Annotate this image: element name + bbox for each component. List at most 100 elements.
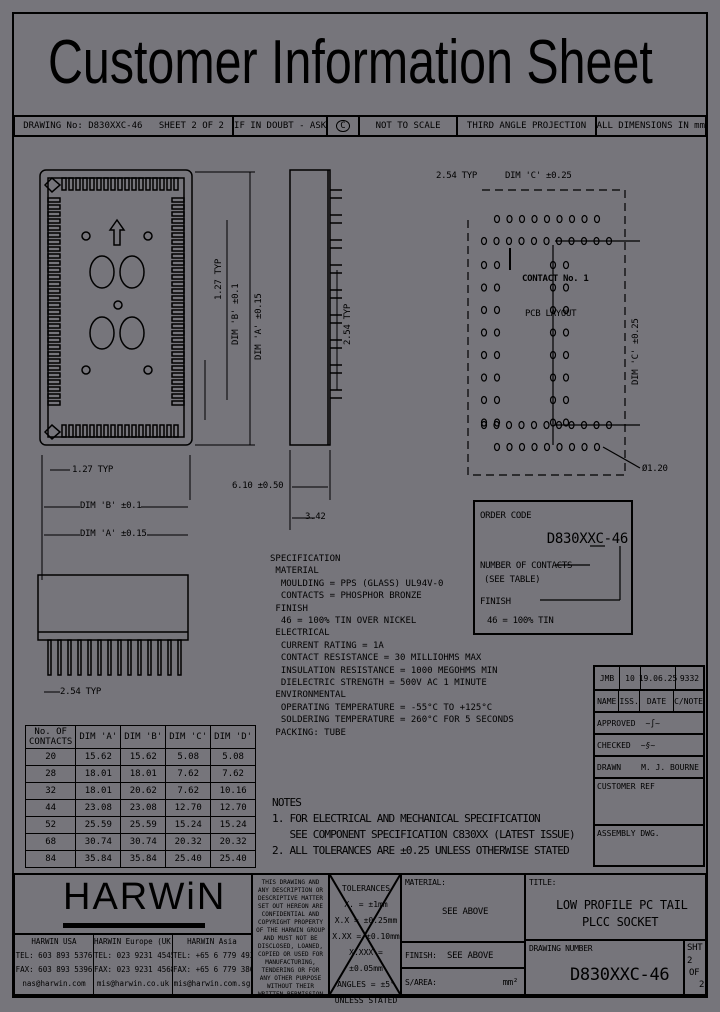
- surface-area-box: S/AREA: mm²: [400, 967, 526, 996]
- pcb-hole: [568, 442, 576, 452]
- pcb-hole: [480, 283, 488, 292]
- table-cell: 52: [24, 816, 77, 834]
- notes-block: NOTES 1. FOR ELECTRICAL AND MECHANICAL SP…: [272, 795, 576, 859]
- pcb-hole: [480, 260, 488, 270]
- pcb-hole: [562, 328, 570, 337]
- pcb-hole: [581, 214, 588, 224]
- pcb-hole: [556, 442, 563, 452]
- socket-side-view: [289, 169, 342, 530]
- sheet-num: 2: [687, 956, 693, 966]
- pcb-hole: [480, 418, 488, 427]
- copyright-symbol: C: [336, 120, 350, 132]
- units-note: ALL DIMENSIONS IN mm: [596, 121, 705, 131]
- rev-cnote: 9332: [679, 673, 700, 683]
- arrow-icon: [108, 218, 126, 246]
- harwin-logo: HARWiN: [63, 876, 227, 918]
- col-dim-b: DIM 'B': [120, 725, 167, 749]
- drawn-value: M. J. BOURNE: [641, 762, 699, 772]
- pcb-hole: [530, 236, 538, 246]
- socket-front-view: [37, 574, 189, 676]
- customer-ref-label: CUSTOMER REF: [597, 782, 655, 791]
- spec-line: ENVIRONMENTAL: [270, 690, 346, 701]
- assembly-dwg-label: ASSEMBLY DWG.: [597, 829, 660, 838]
- ejection-hole: [119, 255, 145, 289]
- pcb-hole: [480, 395, 488, 405]
- checked-label: CHECKED: [597, 740, 631, 750]
- pcb-hole: [493, 214, 501, 224]
- order-code-label: ORDER CODE: [480, 511, 532, 521]
- table-cell: 25.40: [165, 850, 212, 868]
- pcb-hole: [493, 373, 501, 382]
- finish-box: FINISH: SEE ABOVE: [400, 941, 526, 969]
- spec-line: MATERIAL: [270, 566, 319, 577]
- table-cell: 7.62: [165, 782, 212, 800]
- scale-note: NOT TO SCALE: [360, 117, 459, 135]
- pcb-hole: [581, 442, 588, 452]
- order-code-box: ORDER CODE D830XXC-46 NUMBER OF CONTACTS…: [473, 500, 633, 635]
- order-code-value: D830XXC-46: [546, 531, 629, 547]
- dim-a-horizontal: DIM 'A' ±0.15: [80, 529, 147, 539]
- hdr-date: DATE: [640, 691, 675, 711]
- doubt-note: IF IN DOUBT - ASK: [234, 117, 329, 135]
- table-cell: 23.08: [120, 799, 167, 817]
- spec-line: OPERATING TEMPERATURE = -55°C TO +125°C: [270, 702, 493, 713]
- table-cell: 25.59: [120, 816, 167, 834]
- spec-line: DIELECTRIC STRENGTH = 500V AC 1 MINUTE: [270, 678, 487, 689]
- logo-box: HARWiN: [13, 873, 253, 935]
- socket-top-view: [39, 169, 193, 446]
- office-tel: TEL: +65 6 779 4938: [173, 951, 251, 960]
- pcb-hole: [562, 418, 570, 427]
- table-cell: 20.32: [165, 833, 212, 851]
- table-cell: 68: [24, 833, 77, 851]
- confidentiality-notice: THIS DRAWING AND ANY DESCRIPTION OR DESC…: [251, 873, 330, 998]
- office-fax: FAX: 023 9231 4568: [94, 965, 173, 974]
- pcb-pitch-label: 2.54 TYP: [436, 171, 477, 181]
- drawing-no: DRAWING No: D830XXC-46: [23, 121, 143, 131]
- order-code-leaders: [540, 545, 621, 601]
- table-cell: 23.08: [75, 799, 122, 817]
- tolerance-line: X.XX = ±0.10mm: [332, 932, 400, 941]
- pcb-hole: [562, 350, 570, 360]
- see-table-label: (SEE TABLE): [484, 575, 541, 585]
- rev-name: JMB: [595, 667, 620, 689]
- table-cell: 7.62: [210, 765, 257, 783]
- table-cell: 12.70: [210, 799, 257, 817]
- pcb-hole: [562, 283, 570, 292]
- pcb-hole: [493, 283, 501, 292]
- pcb-hole: [493, 418, 501, 427]
- drawn-label: DRAWN: [597, 762, 622, 772]
- table-cell: 20: [24, 748, 77, 766]
- tolerances-cross: [330, 875, 400, 994]
- note-line: 1. FOR ELECTRICAL AND MECHANICAL SPECIFI…: [272, 812, 541, 825]
- ejection-hole: [119, 316, 145, 350]
- pcb-hole: [493, 260, 501, 270]
- spec-line: 46 = 100% TIN OVER NICKEL: [270, 616, 417, 627]
- note-line: NOTES: [272, 796, 302, 809]
- pcb-hole: [493, 305, 501, 315]
- table-cell: 10.16: [210, 782, 257, 800]
- table-cell: 28: [24, 765, 77, 783]
- office-tel: TEL: 603 893 5376: [15, 951, 93, 960]
- office-email: nas@harwin.com: [22, 979, 86, 988]
- pcb-hole: [562, 395, 570, 405]
- pcb-hole: [530, 420, 538, 430]
- pcb-hole: [562, 373, 570, 382]
- approved-signature: ~∫~: [645, 718, 660, 728]
- pcb-hole: [543, 214, 551, 224]
- pcb-hole: [480, 305, 488, 315]
- title-line-1: LOW PROFILE PC TAIL: [556, 898, 688, 912]
- table-cell: 18.01: [75, 782, 122, 800]
- table-cell: 32: [24, 782, 77, 800]
- pcb-hole: [493, 442, 501, 452]
- pcb-hole: [556, 214, 563, 224]
- spec-line: PACKING: TUBE: [270, 727, 346, 738]
- dim-a-vertical: DIM 'A' ±0.15: [254, 293, 264, 360]
- table-cell: 18.01: [75, 765, 122, 783]
- table-cell: 15.24: [210, 816, 257, 834]
- table-cell: 7.62: [165, 765, 212, 783]
- pcb-hole: [543, 442, 551, 452]
